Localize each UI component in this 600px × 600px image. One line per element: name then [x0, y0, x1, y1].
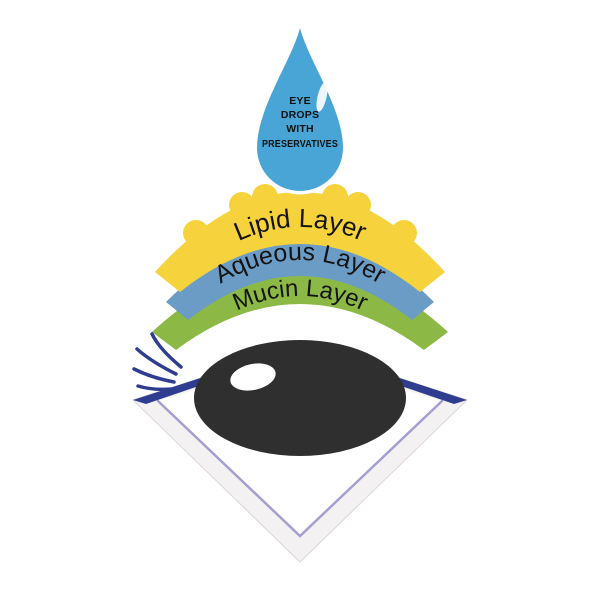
eye-drop-icon [257, 28, 343, 191]
drop-caption-line: DROPS [281, 109, 319, 121]
lipid-bump-icon [229, 192, 255, 218]
page-fold-line [156, 399, 444, 538]
iris-pupil [194, 340, 406, 456]
lipid-bump-icon [391, 220, 417, 246]
lipid-bump-icon [345, 192, 371, 218]
drop-caption-line: EYE [289, 95, 311, 107]
lipid-bump-icon [252, 184, 278, 210]
eyelashes-icon [132, 332, 183, 392]
eye-drop-shine-icon [316, 82, 328, 112]
lipid-bump-icon [183, 220, 209, 246]
drop-caption-line: PRESERVATIVES [262, 138, 338, 150]
lipid-bump-icon [322, 184, 348, 210]
lipid-layer-arc [155, 192, 445, 292]
iris-highlight-icon [230, 363, 276, 391]
drop-caption-line: WITH [286, 123, 314, 135]
